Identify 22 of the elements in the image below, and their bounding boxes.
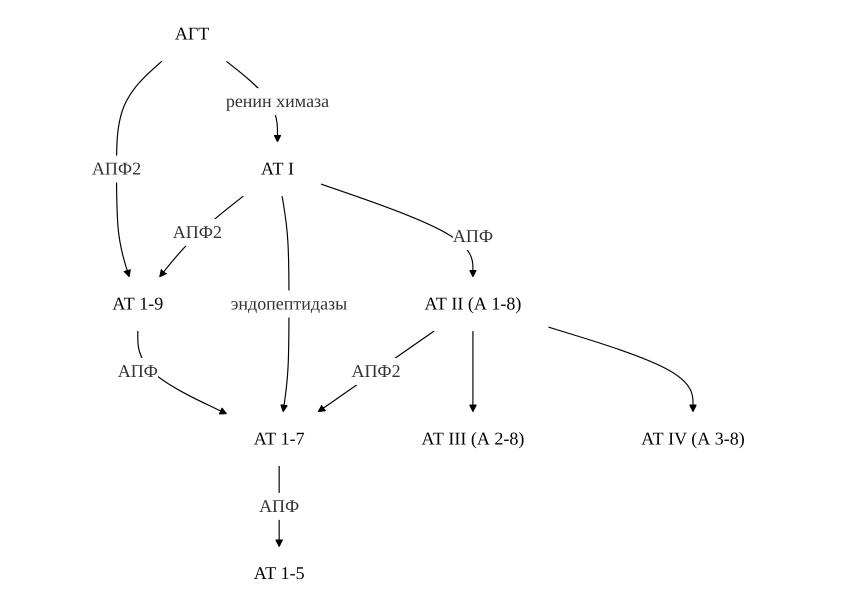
node-text: АТ III (А 2-8): [422, 429, 525, 449]
edge-label: эндопептидазы: [231, 294, 348, 314]
node-text: АГТ: [175, 24, 210, 44]
edge-label: АПФ: [118, 362, 158, 382]
arrow: [548, 326, 698, 412]
arrow: [318, 330, 435, 412]
arrow: [116, 60, 163, 278]
node-text: АТ I: [261, 159, 294, 179]
node-text: АТ IV (А 3-8): [642, 429, 746, 449]
edge-label: АПФ: [453, 226, 494, 246]
edge-label: АПФ2: [92, 159, 142, 179]
edge-label: АПФ: [260, 496, 300, 516]
arrow: [469, 330, 478, 412]
edge-label: АПФ2: [173, 222, 222, 242]
arrow: [160, 196, 244, 278]
node-text: АТ 1-9: [112, 294, 164, 314]
node-text: АТ 1-5: [254, 564, 306, 584]
node-text: АТ II (А 1-8): [424, 294, 522, 314]
arrow: [321, 184, 478, 278]
edge-label: АПФ2: [352, 362, 402, 382]
edge-label: ренин химаза: [226, 92, 330, 112]
node-text: АТ 1-7: [254, 429, 306, 449]
